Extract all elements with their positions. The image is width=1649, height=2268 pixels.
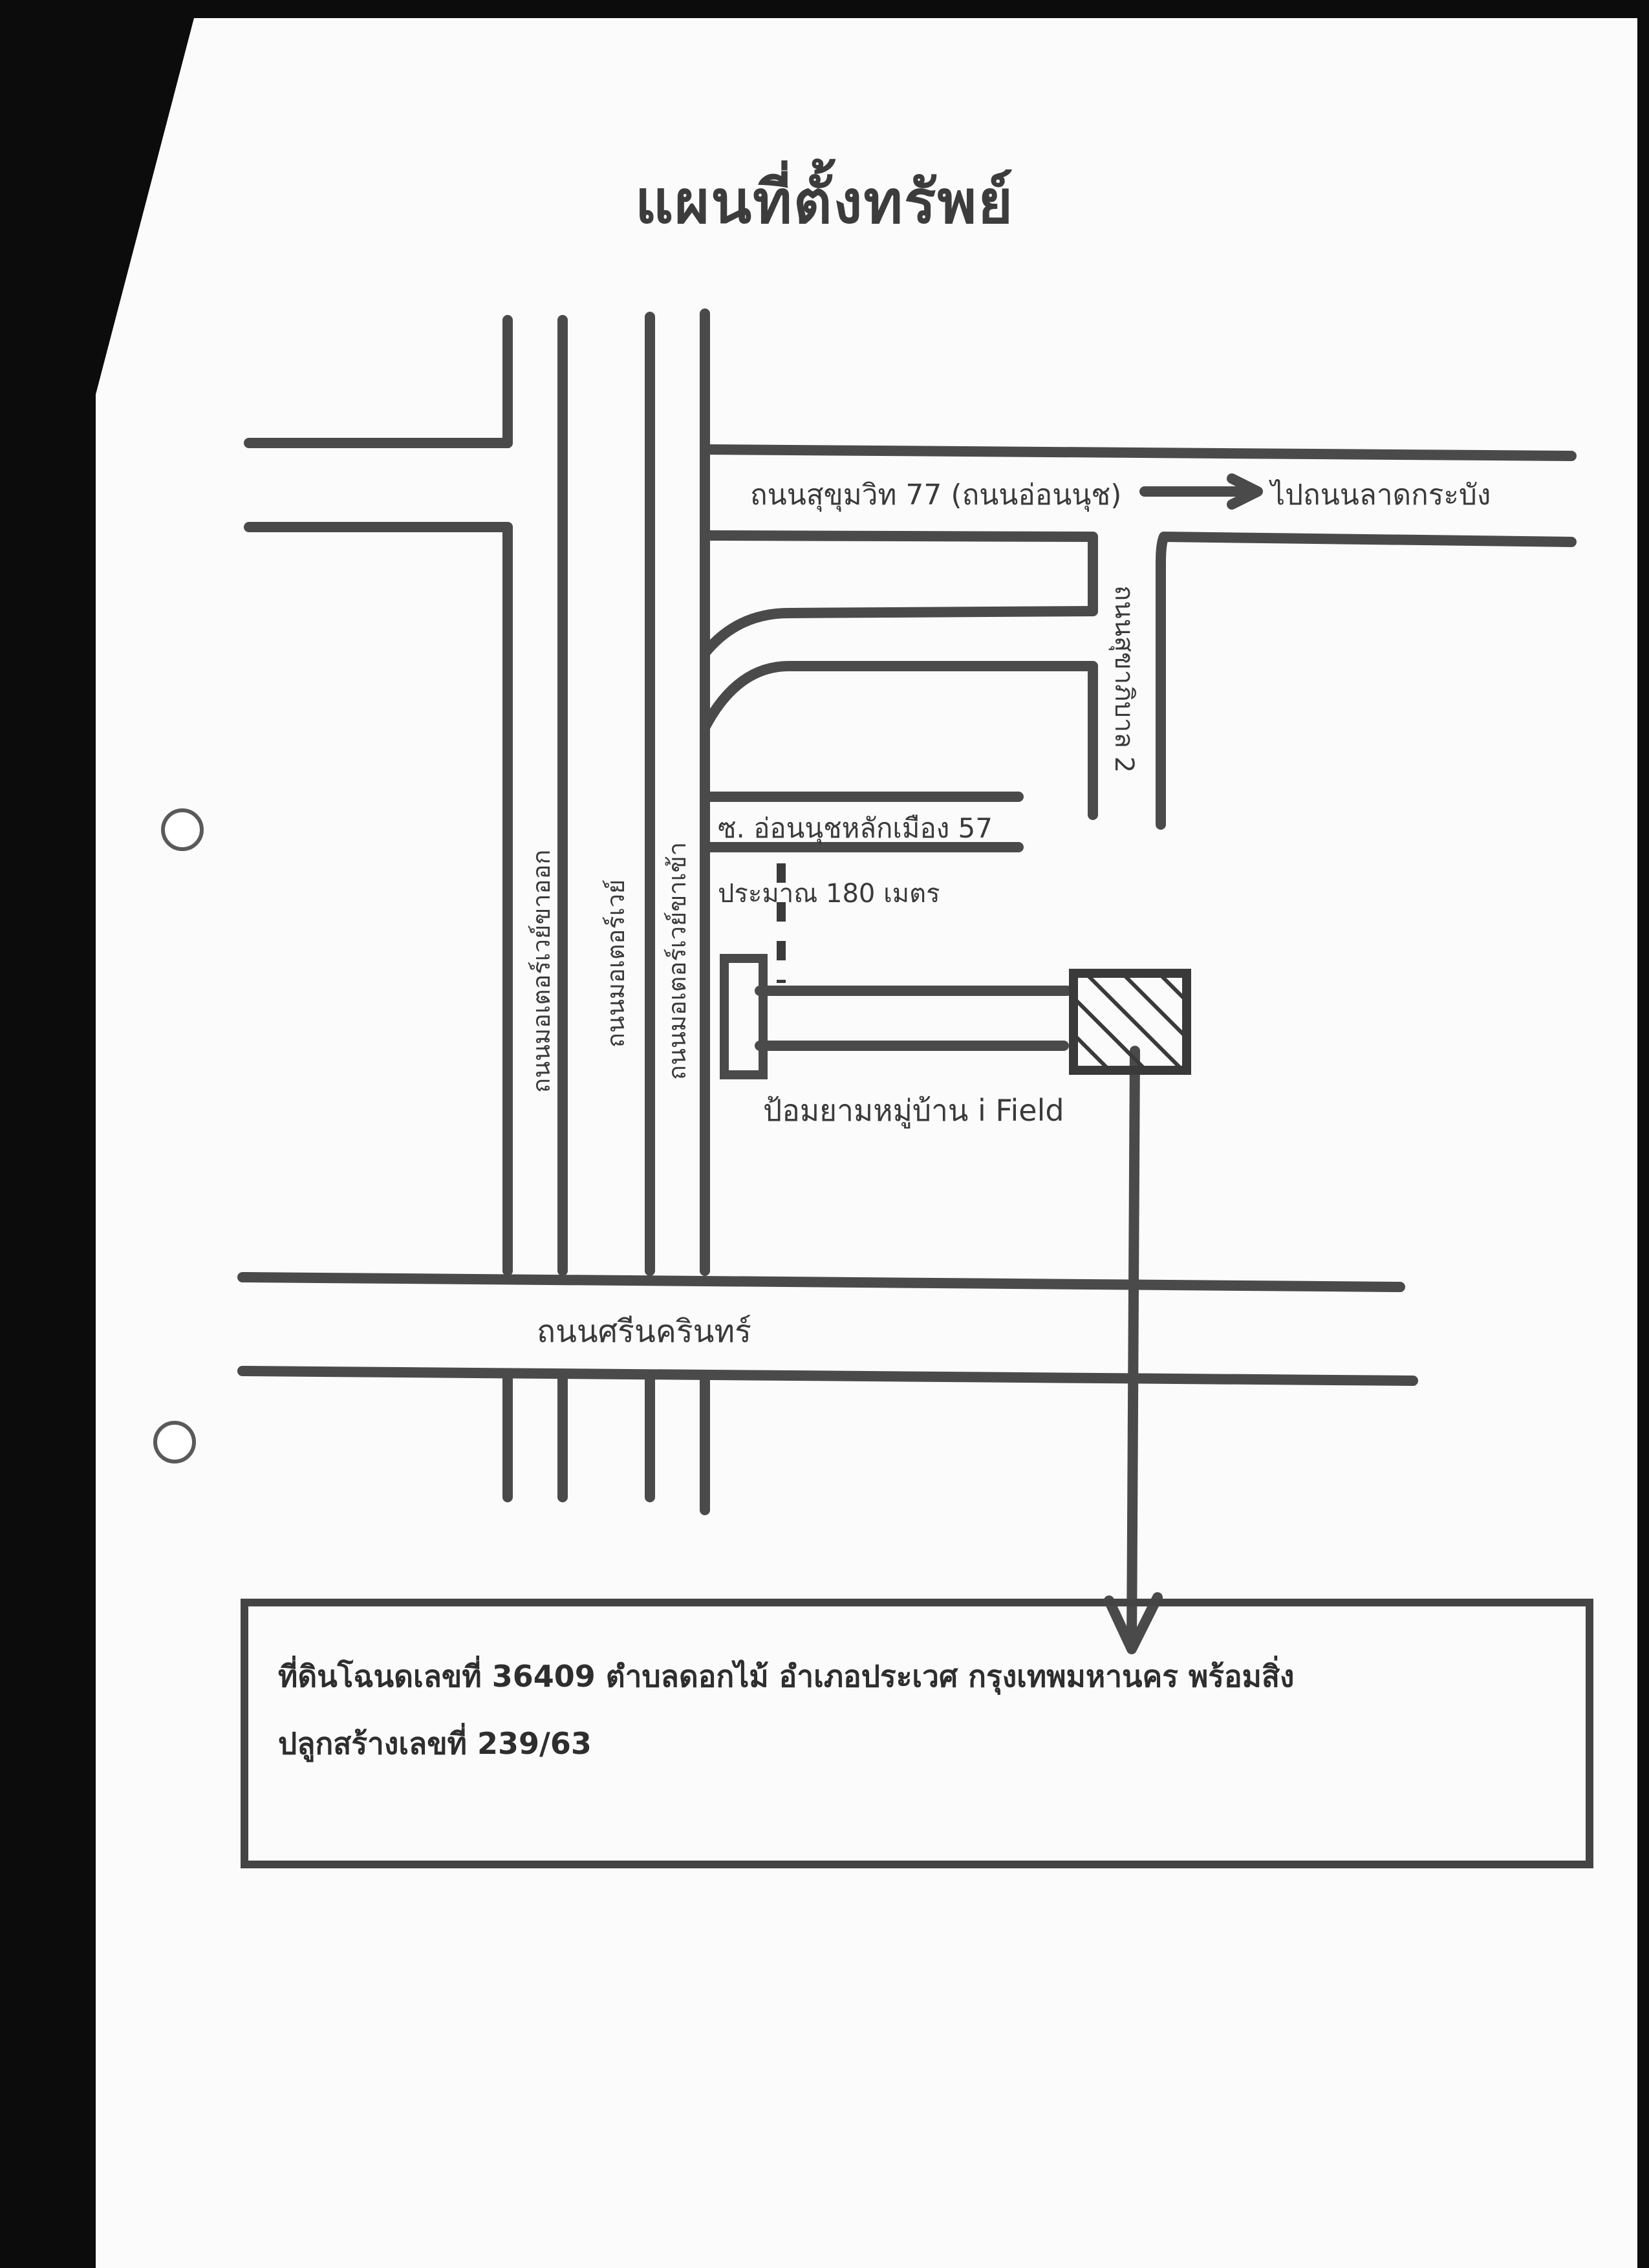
paper-sheet: [96, 18, 1637, 2268]
info-line-1: ที่ดินโฉนดเลขที่ 36409 ตำบลดอกไม้ อำเภอป…: [278, 1659, 1295, 1694]
soi-label: ซ. อ่อนนุชหลักเมือง 57: [718, 812, 993, 845]
info-box-border: [241, 1599, 1593, 1868]
info-arrow-head: [1104, 1592, 1163, 1654]
property-plot: [1069, 969, 1191, 1075]
road-side-east-edge: [1156, 532, 1169, 830]
punch-hole-top: [161, 808, 204, 851]
road-west-label-1: ถนนมอเตอร์เวย์ขาออก: [527, 850, 555, 1093]
to-direction-label: ไปถนนลาดกระบัง: [1269, 479, 1491, 512]
guard-house: [720, 954, 768, 1079]
road-south-label: ถนนศรีนครินทร์: [537, 1313, 751, 1350]
landmark-label: ป้อมยามหมู่บ้าน i Field: [763, 1093, 1064, 1129]
slip-road-2: [700, 661, 1098, 797]
punch-hole-bottom: [153, 1421, 196, 1463]
info-box: ที่ดินโฉนดเลขที่ 36409 ตำบลดอกไม้ อำเภอป…: [278, 1643, 1571, 1837]
road-north-label: ถนนสุขุมวิท 77 (ถนนอ่อนนุช): [750, 479, 1121, 512]
side-road-label: ถนนสุขาภิบาล 2: [1108, 585, 1139, 773]
distance-label: ประมาณ 180 เมตร: [718, 879, 940, 909]
road-west-label-2: ถนนมอเตอร์เวย์: [601, 880, 630, 1048]
page-title: แผนที่ตั้งทรัพย์: [634, 167, 1014, 237]
road-north-bottom-edge-west: [700, 530, 1098, 542]
direction-arrow-head: [1227, 473, 1263, 510]
road-south-bottom-edge: [237, 1366, 1418, 1386]
road-north-top-edge: [700, 444, 1577, 461]
road-west-label-3: ถนนมอเตอร์เวย์ขาเข้า: [663, 842, 691, 1080]
info-line-2: ปลูกสร้างเลขที่ 239/63: [278, 1726, 592, 1761]
info-arrow-shaft: [1126, 1046, 1140, 1651]
road-south-top-edge: [237, 1272, 1405, 1292]
road-north-bottom-edge: [1159, 532, 1577, 547]
slip-road-1: [700, 606, 1098, 658]
